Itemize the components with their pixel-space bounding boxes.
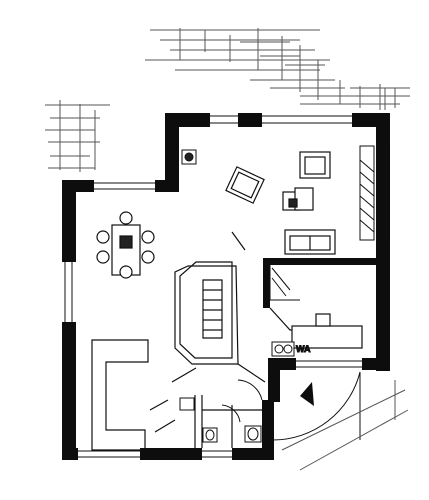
- toilet-right: [244, 425, 262, 443]
- interior-partitions: [91, 231, 300, 451]
- terrace-paving-right: [350, 84, 410, 110]
- washer: WA: [271, 341, 311, 357]
- entrance-arrow: [300, 382, 314, 406]
- windows: [64, 115, 387, 458]
- shelf-unit: [359, 145, 375, 241]
- stove: [181, 149, 197, 165]
- armchair-right: [299, 151, 331, 179]
- approach-path: [281, 380, 409, 471]
- toilet-left: [202, 427, 218, 443]
- coffee-tables: [282, 187, 314, 211]
- interior-walls: [263, 258, 390, 308]
- terrace-paving-top: [145, 28, 410, 110]
- doors: [221, 265, 361, 441]
- sofa: [284, 229, 336, 255]
- armchair-rotated: [225, 166, 265, 204]
- desk: [291, 313, 363, 349]
- terrace-paving-left: [45, 100, 110, 172]
- basin: [179, 397, 195, 411]
- dining-table: [96, 211, 155, 279]
- exterior-walls: [62, 113, 390, 460]
- washer-label: WA: [296, 344, 311, 354]
- hall-closet: [271, 267, 291, 297]
